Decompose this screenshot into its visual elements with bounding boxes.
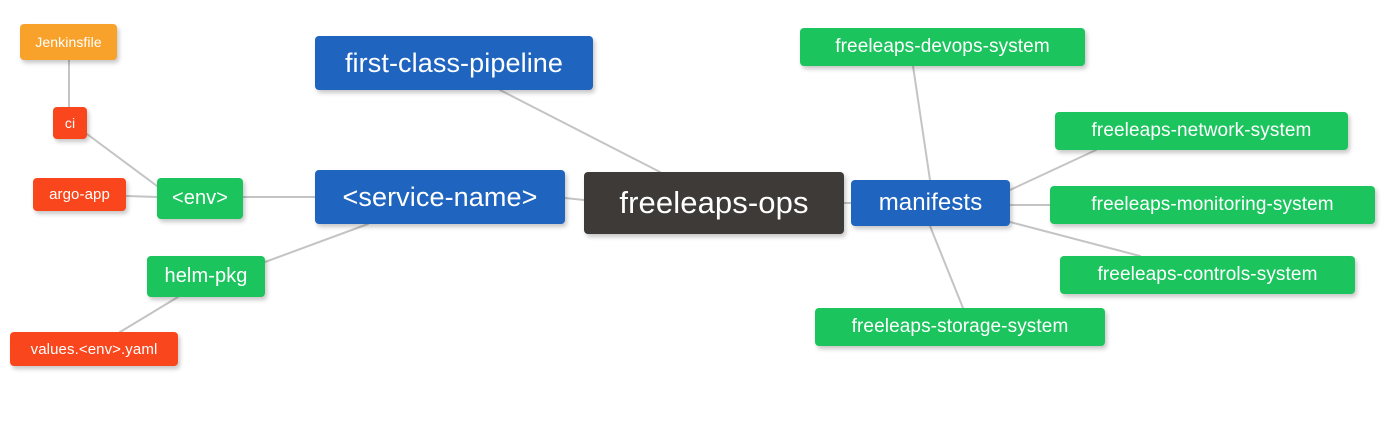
node-first-class-pipeline[interactable]: first-class-pipeline [315, 36, 593, 90]
edge-argo-app-to-env [125, 195, 158, 198]
edge-values-yaml-to-helm-pkg [119, 296, 179, 333]
edge-manifests-to-controls-system [1009, 221, 1141, 257]
node-storage-system[interactable]: freeleaps-storage-system [815, 308, 1105, 346]
edge-helm-pkg-to-service-name [264, 223, 369, 263]
node-ci[interactable]: ci [53, 107, 87, 139]
node-controls-system[interactable]: freeleaps-controls-system [1060, 256, 1355, 294]
node-freeleaps-ops[interactable]: freeleaps-ops [584, 172, 844, 234]
edge-manifests-to-storage-system [929, 225, 964, 309]
node-monitoring-system[interactable]: freeleaps-monitoring-system [1050, 186, 1375, 224]
node-values-yaml[interactable]: values.<env>.yaml [10, 332, 178, 366]
edge-service-name-to-freeleaps-ops [564, 197, 585, 201]
edge-manifests-to-devops-system [912, 65, 931, 181]
node-helm-pkg[interactable]: helm-pkg [147, 256, 265, 297]
edge-manifests-to-network-system [1009, 149, 1097, 191]
edge-first-class-pipeline-to-freeleaps-ops [499, 89, 661, 173]
node-devops-system[interactable]: freeleaps-devops-system [800, 28, 1085, 66]
node-manifests[interactable]: manifests [851, 180, 1010, 226]
node-service-name[interactable]: <service-name> [315, 170, 565, 224]
node-jenkinsfile[interactable]: Jenkinsfile [20, 24, 117, 60]
node-env[interactable]: <env> [157, 178, 243, 219]
node-argo-app[interactable]: argo-app [33, 178, 126, 211]
node-network-system[interactable]: freeleaps-network-system [1055, 112, 1348, 150]
